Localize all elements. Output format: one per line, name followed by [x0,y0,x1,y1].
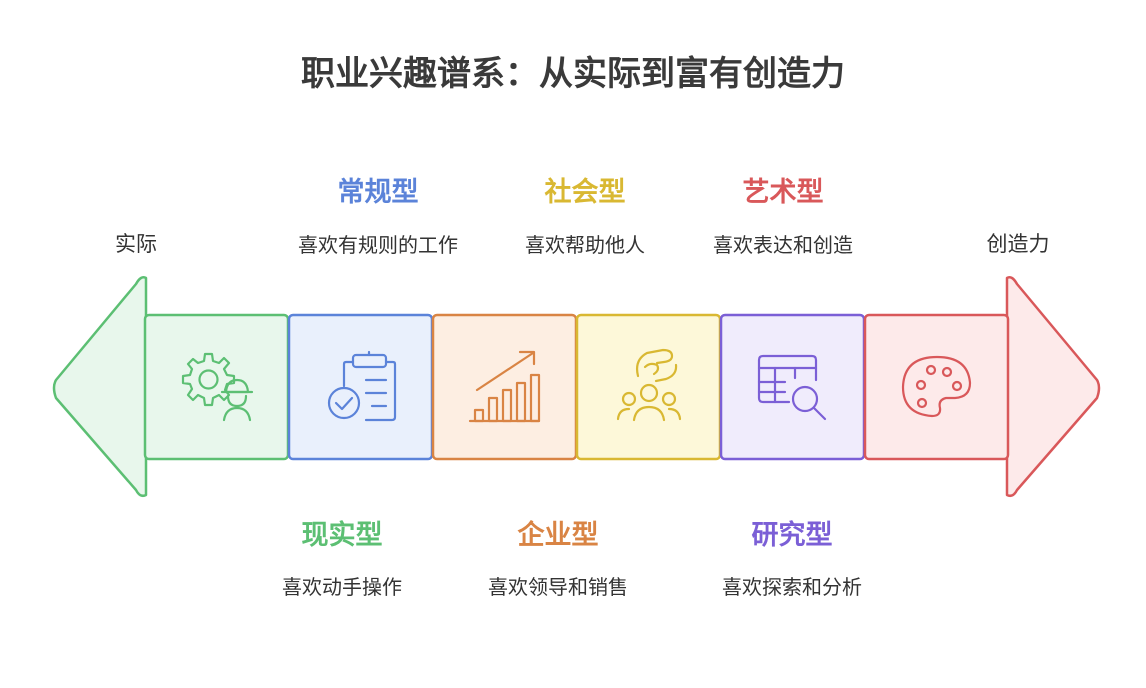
right-arrowhead [1005,276,1101,498]
artistic-desc: 喜欢表达和创造 [713,233,853,257]
investigative-desc: 喜欢探索和分析 [722,575,862,599]
gear-worker-icon [181,352,254,422]
conventional-name: 常规型 [337,177,419,208]
left-arrowhead [52,276,148,498]
palette-icon [901,355,972,418]
segment-conventional [287,313,434,461]
segment-enterprising [431,313,578,461]
growth-chart-icon [468,350,541,423]
realistic-name: 现实型 [301,520,383,551]
helping-hand-group-icon [616,348,682,422]
conventional-desc: 喜欢有规则的工作 [298,233,458,257]
social-name: 社会型 [544,177,626,208]
enterprising-name: 企业型 [517,520,599,551]
page-title: 职业兴趣谱系：从实际到富有创造力 [301,54,845,94]
enterprising-desc: 喜欢领导和销售 [488,575,628,599]
segment-social [575,313,722,461]
clipboard-check-icon [327,350,397,422]
segment-artistic [863,313,1010,461]
segment-investigative [719,313,866,461]
right-end-label: 创造力 [986,232,1050,256]
segment-realistic [143,313,290,461]
left-end-label: 实际 [115,232,157,256]
investigative-name: 研究型 [751,520,833,551]
social-desc: 喜欢帮助他人 [525,233,645,257]
realistic-desc: 喜欢动手操作 [282,575,402,599]
table-search-icon [757,354,827,421]
artistic-name: 艺术型 [742,177,824,208]
